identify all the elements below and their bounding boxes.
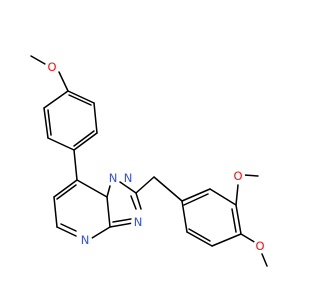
atom-N3: N [131,215,145,229]
atom-label: N [109,171,118,185]
bond [119,181,137,194]
bond [30,55,46,65]
bond [47,137,75,151]
bond [73,130,95,147]
bond [211,233,242,247]
bond [53,196,58,228]
atom-N2: N [121,171,135,185]
bond [231,208,237,233]
bond [135,176,155,194]
atom-label: N [124,171,133,185]
bond [60,223,77,232]
bond [243,174,259,177]
bond [47,109,52,136]
atom-N4: N [78,233,92,247]
atom-label: N [134,215,143,229]
bond [183,193,209,206]
bond [73,149,78,181]
bond [235,184,239,206]
bond [130,195,137,210]
atom-label: O [233,169,242,183]
bond [181,188,211,202]
bond [53,179,78,198]
bond [68,94,92,106]
bond [188,228,211,242]
bond [67,90,95,104]
atom-N1: N [106,171,120,185]
bond [56,184,77,200]
bond [181,200,188,233]
bond [240,233,257,244]
bond [93,102,98,134]
bond [112,218,132,223]
atom-O3: O [253,239,267,253]
atom-label: N [81,233,90,247]
bond [209,188,237,206]
atom-layer: O N N N N O O [45,60,267,253]
bond [135,192,142,210]
bond [73,132,98,151]
bond [106,196,111,228]
bond [235,204,242,235]
bond [261,253,268,267]
atom-label: O [47,60,56,74]
bond [76,179,108,198]
structure-svg: O N N N N O O [30,55,268,267]
bond [186,231,213,247]
bond [106,185,111,198]
atom-label: O [255,239,264,253]
molecule-diagram: O N N N N O O [30,55,268,267]
bond-layer [30,55,268,267]
bond [91,226,111,239]
bond [43,90,69,109]
atom-O2: O [231,169,245,183]
bond [56,226,77,237]
bond [153,176,183,202]
atom-O1: O [45,60,59,74]
bond [58,71,69,92]
bond [43,107,49,139]
bond [109,222,134,228]
